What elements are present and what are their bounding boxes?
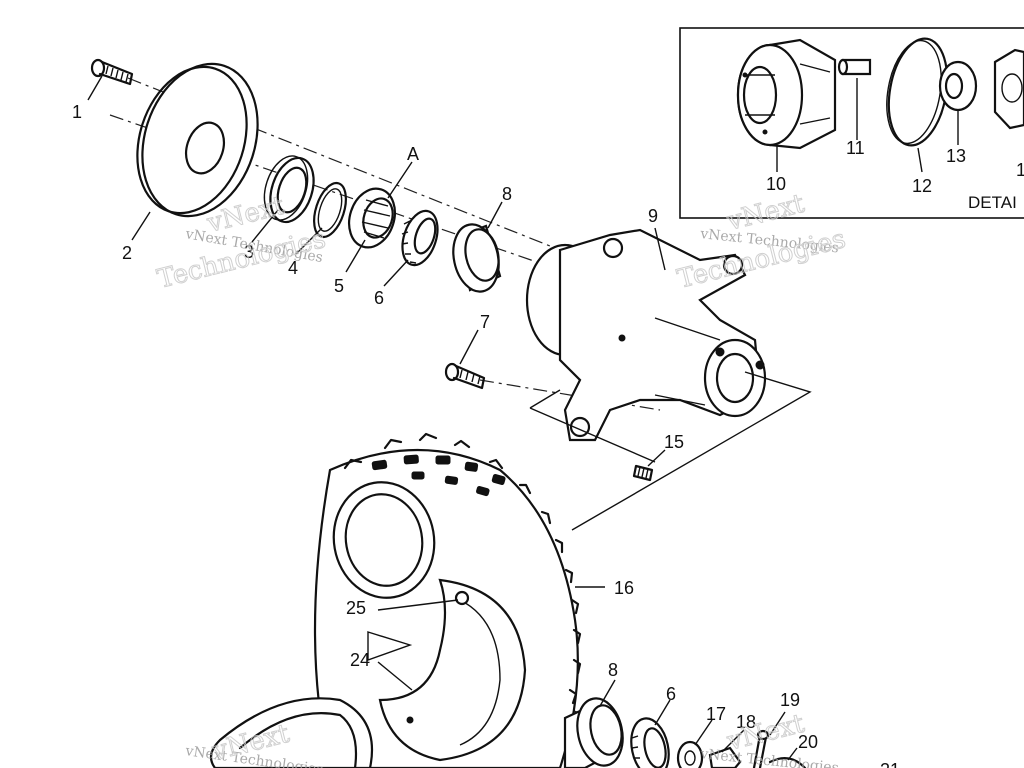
callout-24: 24 xyxy=(350,650,370,670)
callout-8-lower: 8 xyxy=(608,660,618,680)
callouts: 1 2 3 4 5 6 A 8 9 7 15 16 25 24 8 6 17 1… xyxy=(72,102,1024,768)
assembly-boundary-lines xyxy=(367,371,812,661)
callout-25: 25 xyxy=(346,598,366,618)
detail-label: DETAI xyxy=(968,193,1017,212)
callout-11: 11 xyxy=(846,138,865,158)
callout-12: 12 xyxy=(912,176,932,196)
callout-8: 8 xyxy=(502,184,512,204)
pin-part-11 xyxy=(837,58,872,76)
callout-9: 9 xyxy=(648,206,658,226)
bearing-part-6-lower xyxy=(630,717,670,768)
callout-21: 21 xyxy=(880,760,900,768)
set-screw-part-15 xyxy=(632,464,654,482)
callout-16: 16 xyxy=(614,578,634,598)
callout-6: 6 xyxy=(374,288,384,308)
callout-1: 1 xyxy=(72,102,82,122)
callout-19: 19 xyxy=(780,690,800,710)
bolt-part-7 xyxy=(444,362,486,390)
callout-20: 20 xyxy=(798,732,818,752)
callout-13: 13 xyxy=(946,146,966,166)
callout-10: 10 xyxy=(766,174,786,194)
washer-part-12 xyxy=(886,37,949,147)
callout-6-lower: 6 xyxy=(666,684,676,704)
callout-5: 5 xyxy=(334,276,344,296)
bolt-part-1 xyxy=(90,58,134,86)
bearing-part-6 xyxy=(401,209,439,267)
spindle-knuckle-part-9 xyxy=(525,228,767,442)
clutch-hub-part-5 xyxy=(348,187,396,249)
ring-part-13 xyxy=(938,60,978,112)
wheel-rim-part-24 xyxy=(209,578,527,768)
callout-14: 1 xyxy=(1016,160,1024,180)
nut-part-18 xyxy=(708,746,742,768)
callout-18: 18 xyxy=(736,712,756,732)
snap-ring-part-4 xyxy=(313,181,347,239)
bearing-race-part-8 xyxy=(452,223,502,293)
leader-lines xyxy=(87,75,959,761)
brake-disc-part-2 xyxy=(136,62,259,218)
nut-part-14 xyxy=(993,48,1024,130)
watermark-big-bottom: Technologies xyxy=(154,224,328,295)
callout-7: 7 xyxy=(480,312,490,332)
callout-15: 15 xyxy=(664,432,684,452)
detail-inset xyxy=(679,27,1024,219)
seal-part-3 xyxy=(263,155,315,224)
hub-part-10 xyxy=(736,38,837,150)
cotter-pin-part-19 xyxy=(752,729,770,768)
callout-3: 3 xyxy=(244,242,254,262)
callout-A: A xyxy=(407,144,419,164)
callout-17: 17 xyxy=(706,704,726,724)
washer-part-17 xyxy=(676,740,704,768)
callout-4: 4 xyxy=(288,258,298,278)
callout-2: 2 xyxy=(122,243,132,263)
